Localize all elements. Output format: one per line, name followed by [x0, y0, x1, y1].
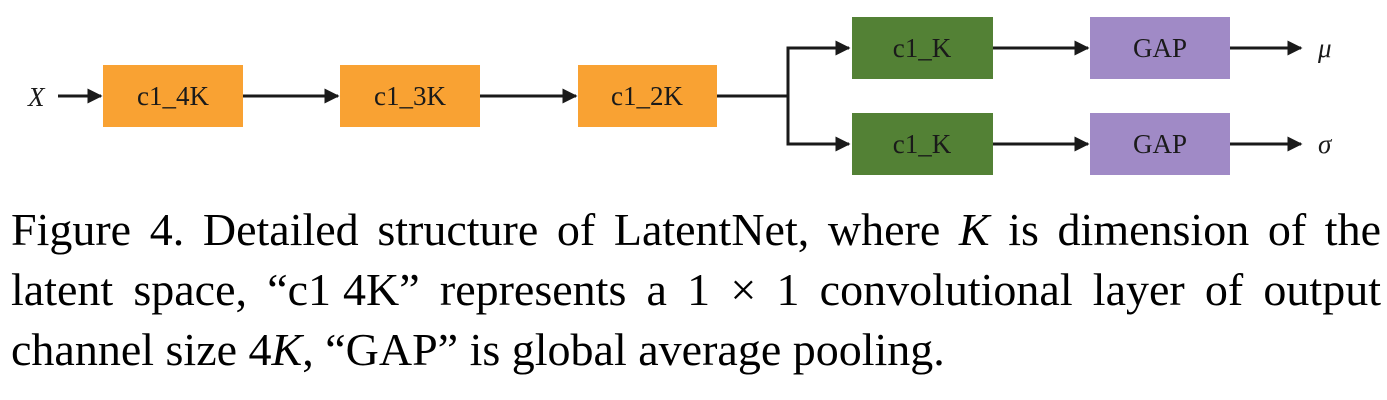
output-mu-label: μ: [1317, 33, 1332, 63]
mu-branch-gap-label: GAP: [1133, 33, 1187, 63]
arrow-split-to-sigma-branch: [786, 96, 851, 152]
mu-branch-gap-block: GAP: [1090, 17, 1230, 79]
c1-2k-block: c1_2K: [578, 65, 717, 127]
sigma-branch-gap-block: GAP: [1090, 113, 1230, 175]
figure-caption: Figure 4. Detailed structure of LatentNe…: [11, 204, 1381, 375]
c1-4k-label: c1_4K: [137, 81, 209, 111]
input-x-label: X: [27, 82, 46, 112]
c1-3k-block: c1_3K: [340, 65, 480, 127]
c1-4k-block: c1_4K: [103, 65, 243, 127]
sigma-branch-conv-block: c1_K: [852, 113, 993, 175]
sigma-branch-gap-label: GAP: [1133, 129, 1187, 159]
output-sigma-label: σ: [1318, 129, 1333, 159]
sigma-branch-conv-label: c1_K: [893, 129, 952, 159]
latentnet-diagram: X c1_4K c1_3K c1_2K c1_K GAP c1_K: [27, 17, 1333, 175]
connections: [58, 40, 1303, 152]
mu-branch-conv-block: c1_K: [852, 17, 993, 79]
c1-3k-label: c1_3K: [374, 81, 446, 111]
mu-branch-conv-label: c1_K: [893, 33, 952, 63]
arrow-split-to-mu-branch: [786, 40, 851, 96]
c1-2k-label: c1_2K: [611, 81, 683, 111]
